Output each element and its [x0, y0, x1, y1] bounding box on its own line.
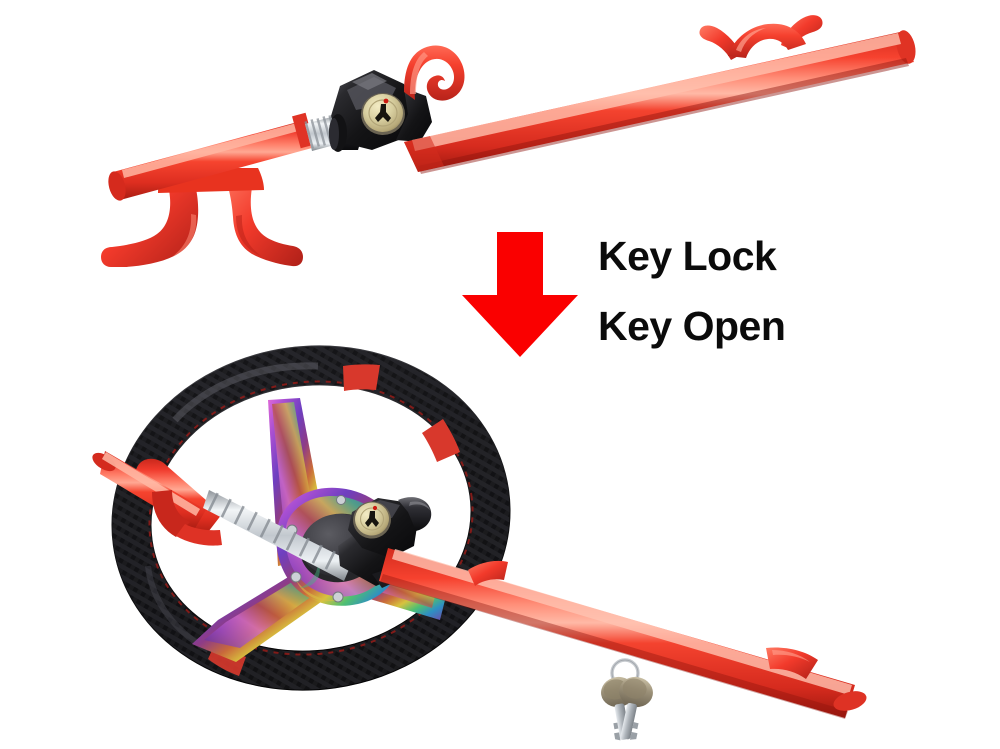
- key-pair-on-ring: [601, 658, 653, 741]
- main-bar-bottom: [379, 548, 867, 719]
- keyhole-icon: [375, 104, 391, 122]
- rim-red-accent-marker: [208, 364, 460, 676]
- key-open-label: Key Open: [598, 303, 786, 349]
- lock-indicator-dot: [383, 98, 389, 104]
- key-lock-label: Key Lock: [598, 233, 777, 279]
- inner-sliding-tube: [108, 112, 315, 201]
- steering-wheel-rim: [111, 345, 511, 691]
- keyhole-icon: [365, 511, 379, 527]
- bottom-lock-on-wheel: [92, 345, 867, 741]
- chrome-ratchet-rod-bottom: [203, 490, 352, 581]
- right-yoke-fork-top: [699, 15, 823, 60]
- left-bar-end-bottom: [92, 451, 222, 546]
- lock-indicator-dot: [372, 505, 378, 511]
- rim-red-stitching: [148, 380, 474, 656]
- key-cylinder-bottom[interactable]: [349, 497, 395, 542]
- main-bar-top: [404, 30, 916, 174]
- j-hook-top: [404, 45, 465, 101]
- key-cylinder-top[interactable]: [361, 93, 405, 135]
- down-arrow: [462, 232, 578, 357]
- top-lock-assembly: [101, 15, 916, 267]
